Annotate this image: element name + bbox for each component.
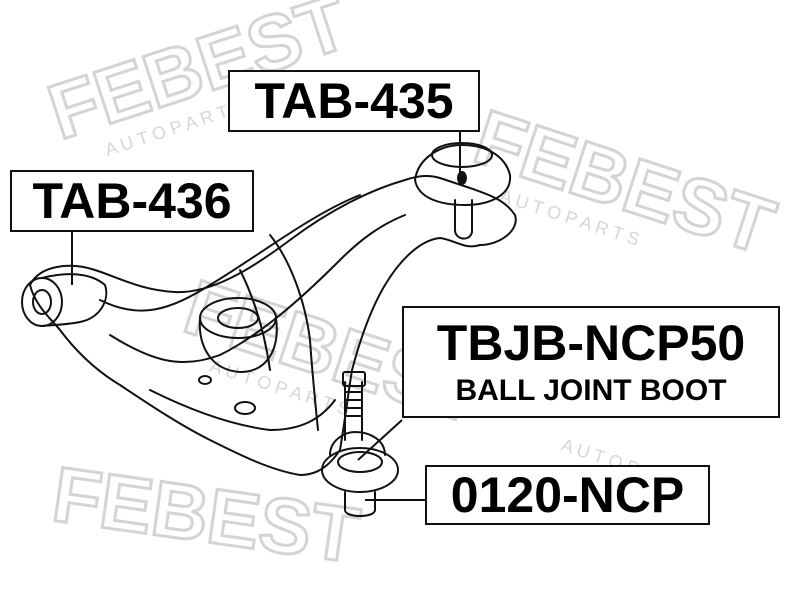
- watermark-logo-bottom: FEBEST: [46, 448, 366, 581]
- rear-bushing-body: [414, 144, 512, 206]
- label-box-tab-436: TAB-436: [10, 170, 254, 232]
- arm-inner-rib-4: [269, 234, 319, 431]
- part-number-tab-435: TAB-435: [254, 73, 454, 129]
- ball-joint-thread: [344, 391, 363, 417]
- watermark-logo-right: FEBEST A U T O P A R T S: [463, 91, 786, 273]
- part-description-ball-joint-boot: BALL JOINT BOOT: [455, 374, 727, 407]
- arm-outer-outline: [29, 174, 517, 476]
- leader-tbjb: [357, 419, 403, 461]
- part-number-0120-ncp: 0120-NCP: [450, 467, 685, 523]
- watermark-brand-text: FEBEST: [48, 450, 365, 580]
- rear-bushing-shaft: [454, 199, 473, 240]
- label-box-tab-435: TAB-435: [228, 70, 480, 132]
- ball-joint-nut: [342, 371, 366, 387]
- arm-inner-rib-2: [109, 214, 406, 364]
- ball-joint-housing-inner: [337, 451, 383, 473]
- left-bushing-outer: [21, 277, 63, 327]
- ball-joint-boot: [329, 431, 386, 456]
- label-box-0120-ncp: 0120-NCP: [425, 465, 710, 525]
- ball-joint-bottom: [344, 491, 376, 517]
- part-number-tbjb-ncp50: TBJB-NCP50: [436, 315, 746, 371]
- ball-joint-housing: [321, 447, 399, 493]
- rear-bushing-top: [431, 142, 493, 168]
- center-bushing-body: [198, 317, 278, 373]
- left-bushing-inner: [32, 289, 52, 315]
- part-number-tab-436: TAB-436: [32, 173, 232, 229]
- label-box-tbjb-ncp50: TBJB-NCP50 BALL JOINT BOOT: [402, 306, 780, 418]
- leader-lines: [71, 132, 461, 501]
- arm-hole-2: [198, 375, 212, 385]
- center-bushing-inner: [217, 307, 259, 329]
- arm-hole-1: [234, 401, 256, 415]
- control-arm-drawing: [21, 142, 517, 517]
- left-bushing-sleeve: [41, 273, 108, 327]
- arm-inner-rib-1: [99, 194, 361, 312]
